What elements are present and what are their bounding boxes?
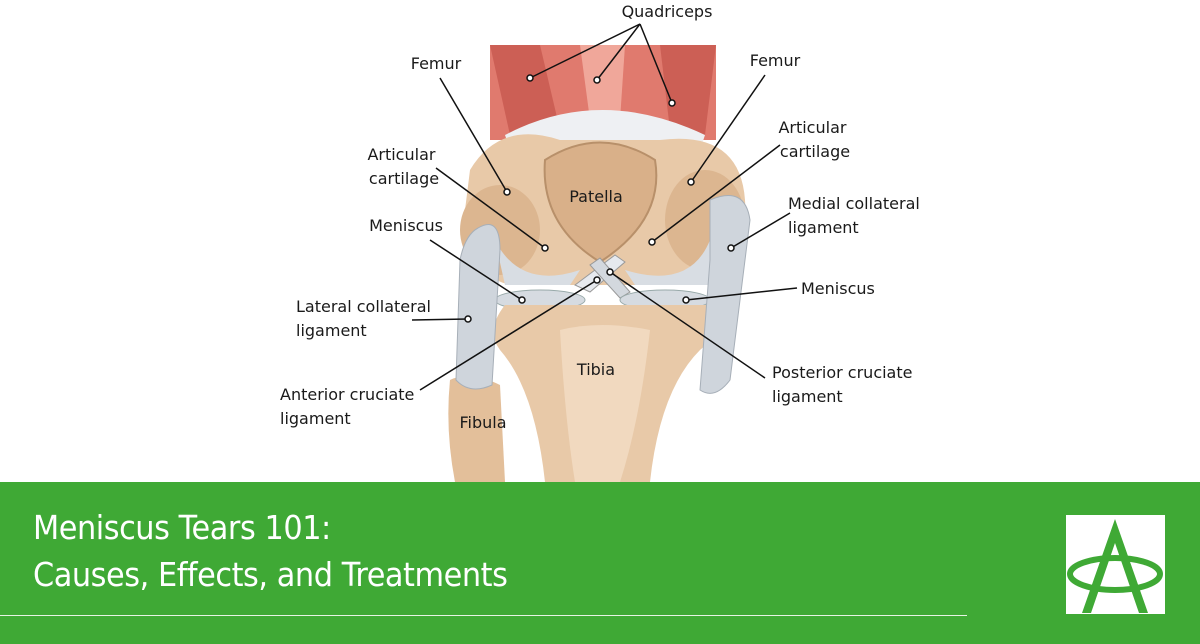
label-anterior-cruciate-ligament: Anterior cruciate ligament	[280, 385, 419, 428]
label-patella: Patella	[569, 187, 623, 206]
label-femur-right: Femur	[750, 51, 801, 70]
title-line-1: Meniscus Tears 101:	[33, 508, 331, 547]
label-meniscus-right: Meniscus	[801, 279, 875, 298]
label-medial-collateral-ligament: Medial collateral ligament	[788, 194, 925, 237]
title-line-2: Causes, Effects, and Treatments	[33, 555, 508, 594]
label-quadriceps: Quadriceps	[622, 2, 713, 21]
label-dots	[464, 74, 735, 323]
a-ellipse-logo-icon	[1067, 519, 1163, 613]
divider	[0, 615, 967, 616]
label-articular-cartilage-left: Articular cartilage	[367, 145, 440, 188]
label-meniscus-left: Meniscus	[369, 216, 443, 235]
knee-illustration	[448, 45, 751, 482]
title-banner: Meniscus Tears 101: Causes, Effects, and…	[0, 482, 1200, 644]
knee-anatomy-diagram: Quadriceps Femur Femur Articular cartila…	[280, 2, 925, 482]
article-title: Meniscus Tears 101: Causes, Effects, and…	[33, 504, 508, 598]
brand-logo	[1066, 515, 1165, 614]
label-fibula: Fibula	[459, 413, 506, 432]
label-posterior-cruciate-ligament: Posterior cruciate ligament	[772, 363, 918, 406]
label-tibia: Tibia	[576, 360, 615, 379]
leader-lines	[411, 23, 798, 391]
label-femur-left: Femur	[411, 54, 462, 73]
label-articular-cartilage-right: Articular cartilage	[778, 118, 851, 161]
label-lateral-collateral-ligament: Lateral collateral ligament	[296, 297, 436, 340]
